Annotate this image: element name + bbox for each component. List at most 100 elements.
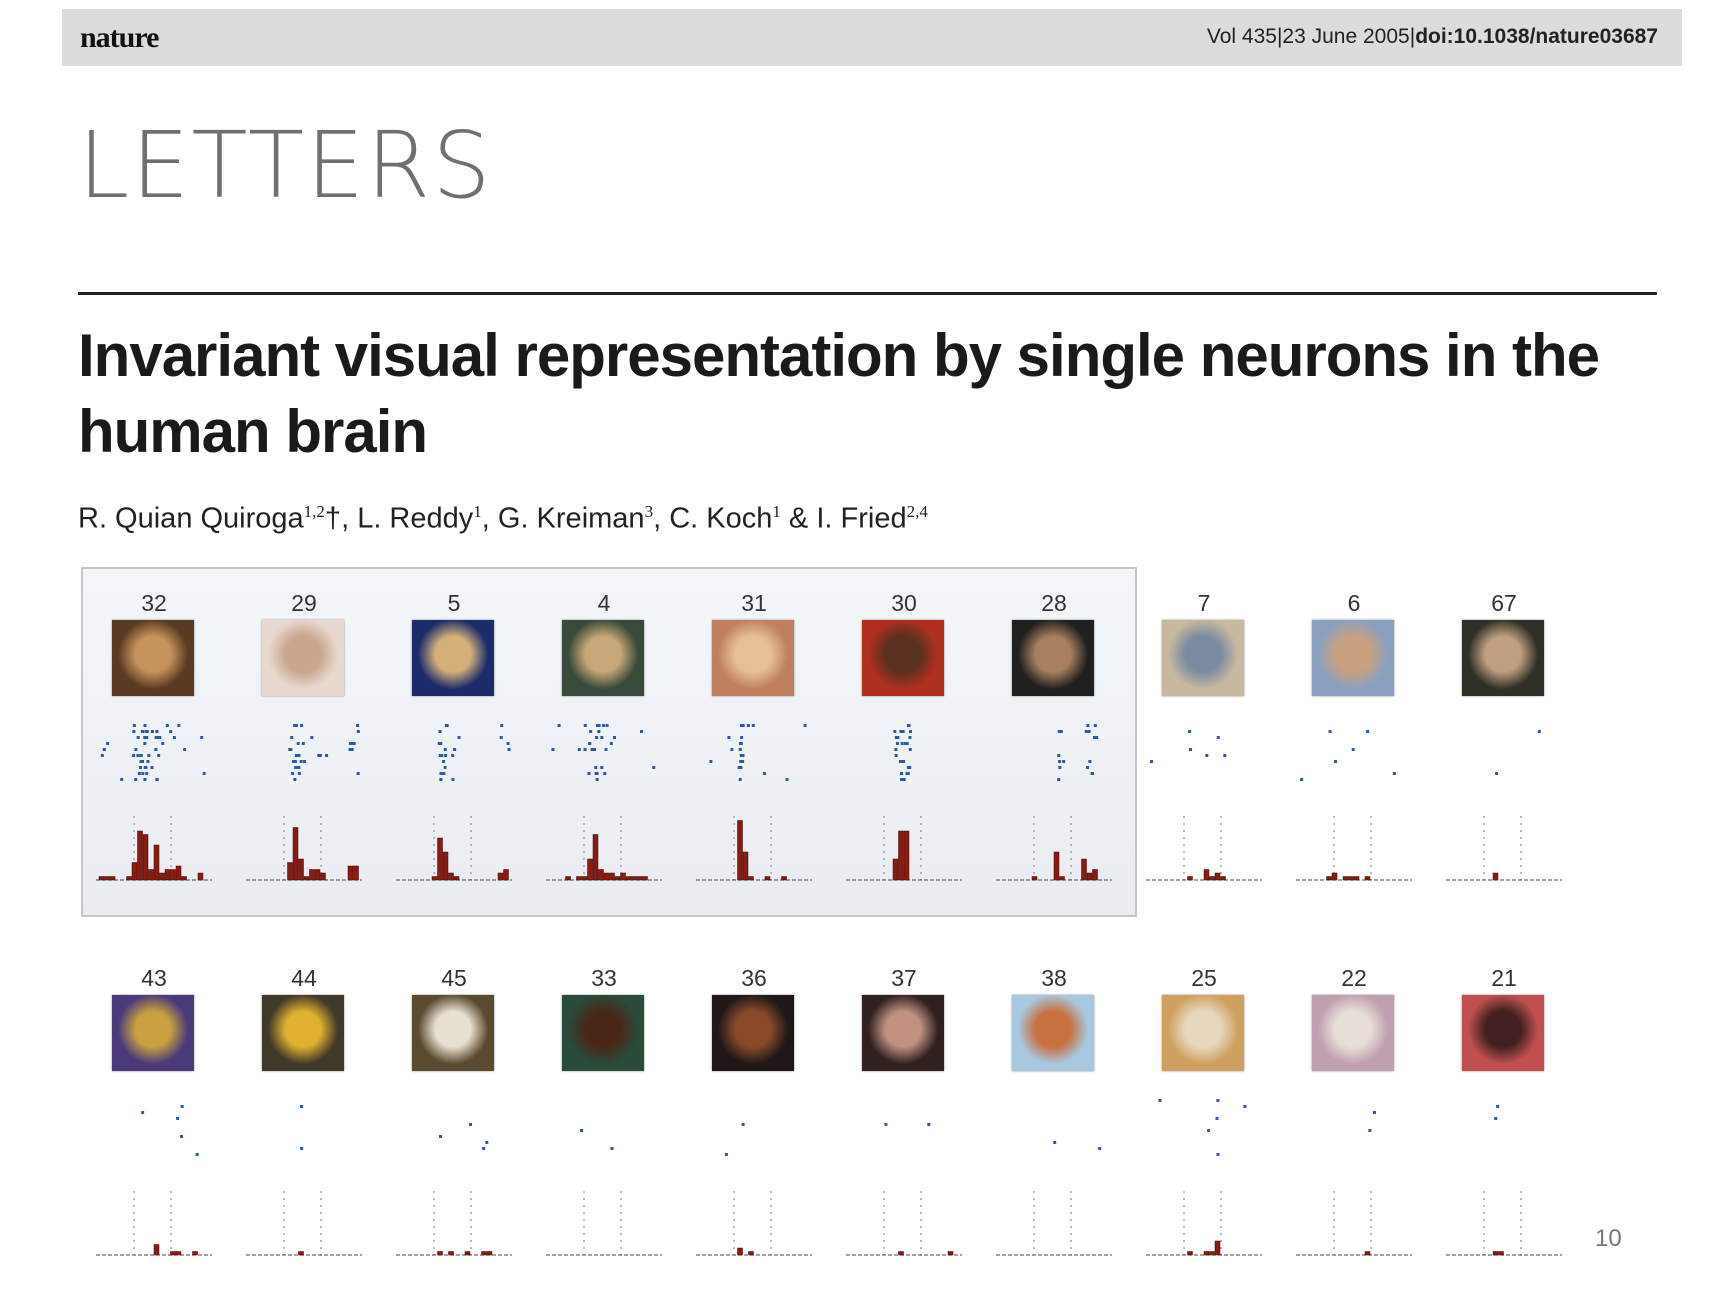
raster-plot [1300, 730, 1396, 781]
spike-mark [136, 736, 140, 739]
spike-mark [176, 1117, 180, 1120]
spike-mark [739, 742, 743, 745]
author-mark: † [324, 502, 342, 535]
spike-mark [317, 754, 321, 757]
spike-mark [439, 742, 443, 745]
histogram-bar [748, 1251, 754, 1256]
histogram-bar [431, 876, 438, 881]
histogram-bar [453, 876, 460, 881]
stimulus-photo [1312, 995, 1394, 1071]
spike-mark [587, 772, 591, 775]
spike-mark [737, 766, 741, 769]
spike-mark [898, 760, 902, 763]
spike-mark [145, 736, 149, 739]
author-separator: & [780, 502, 817, 535]
spike-mark [141, 1111, 145, 1114]
spike-mark [1366, 730, 1370, 733]
histogram-bar [481, 1251, 487, 1256]
spike-mark [438, 1135, 442, 1138]
histogram-bar [903, 830, 910, 881]
doi-link[interactable]: doi:10.1038/nature03687 [1415, 25, 1658, 48]
spike-mark [300, 724, 304, 727]
histogram [996, 816, 1112, 881]
stimulus-number: 25 [1191, 965, 1217, 991]
histogram-bar [748, 876, 754, 881]
separator: | [1276, 25, 1283, 48]
histogram [396, 1191, 512, 1256]
spike-mark [1300, 778, 1304, 781]
histogram-bar [1220, 876, 1226, 881]
raster-plot [100, 724, 206, 781]
spike-mark [1086, 766, 1090, 769]
histogram-bar [1492, 1251, 1499, 1256]
stimulus-number: 21 [1491, 965, 1517, 991]
spike-mark [143, 736, 147, 739]
histogram-bar [1081, 858, 1087, 881]
histogram-bar [898, 830, 904, 881]
raster-plot [299, 1105, 304, 1150]
spike-mark [303, 760, 307, 763]
spike-mark [1243, 1105, 1247, 1108]
histogram-bar [1187, 1251, 1193, 1256]
spike-mark [297, 772, 301, 775]
spike-mark [293, 778, 297, 781]
spike-mark [597, 730, 601, 733]
spike-mark [738, 778, 742, 781]
histogram-bar [442, 851, 449, 881]
histogram-bar [625, 876, 632, 881]
spike-mark [1334, 760, 1338, 763]
histogram-bar [298, 1251, 304, 1256]
histogram-bar [947, 1251, 954, 1256]
spike-mark [908, 766, 912, 769]
spike-mark [739, 754, 743, 757]
citation: Vol 435|23 June 2005|doi:10.1038/nature0… [1207, 25, 1658, 49]
spike-mark [300, 1147, 304, 1150]
spike-mark [356, 724, 360, 727]
stimulus-number: 28 [1041, 590, 1067, 616]
histogram-bar [1187, 876, 1193, 881]
spike-mark [1057, 778, 1061, 781]
spike-mark [437, 742, 441, 745]
stimulus-number: 32 [141, 590, 167, 616]
stimulus-photo [562, 620, 644, 696]
author-separator: , [481, 502, 498, 535]
histogram-bar [620, 872, 626, 881]
spike-mark [443, 748, 447, 751]
spike-mark [894, 736, 898, 739]
spike-mark [132, 730, 136, 733]
volume: Vol 435 [1206, 25, 1277, 48]
spike-mark [150, 730, 154, 733]
stimulus-photo [1462, 620, 1544, 696]
histogram-bar [587, 858, 593, 881]
spike-mark [1058, 766, 1062, 769]
histogram-bar [631, 876, 637, 881]
author-name: I. Fried [816, 502, 907, 535]
spike-mark [583, 724, 587, 727]
author-affiliation: 2,4 [906, 502, 928, 521]
stimulus-photo [1462, 995, 1544, 1071]
histogram-bar [636, 876, 643, 881]
stimulus-photo [412, 620, 494, 696]
histogram-bar [159, 872, 165, 881]
histogram-bar [1498, 1251, 1504, 1256]
histogram-bar [737, 1247, 743, 1256]
spike-mark [134, 748, 138, 751]
histogram-bar [1209, 1251, 1215, 1256]
spike-mark [485, 1141, 489, 1144]
stimulus-number: 31 [741, 590, 767, 616]
stimulus-photo [1012, 995, 1094, 1071]
spike-mark [356, 730, 360, 733]
histogram-bar [781, 876, 787, 881]
spike-mark [180, 1105, 184, 1108]
histogram-bar [598, 869, 604, 881]
raster-plot [437, 724, 511, 781]
histogram-bar [131, 862, 138, 881]
spike-mark [1496, 1105, 1500, 1108]
spike-mark [297, 754, 301, 757]
spike-mark [604, 748, 608, 751]
spike-mark [1216, 736, 1220, 739]
stimulus-photo [262, 995, 344, 1071]
spike-mark [288, 748, 292, 751]
spike-mark [1537, 730, 1541, 733]
histogram-bar [486, 1251, 493, 1256]
